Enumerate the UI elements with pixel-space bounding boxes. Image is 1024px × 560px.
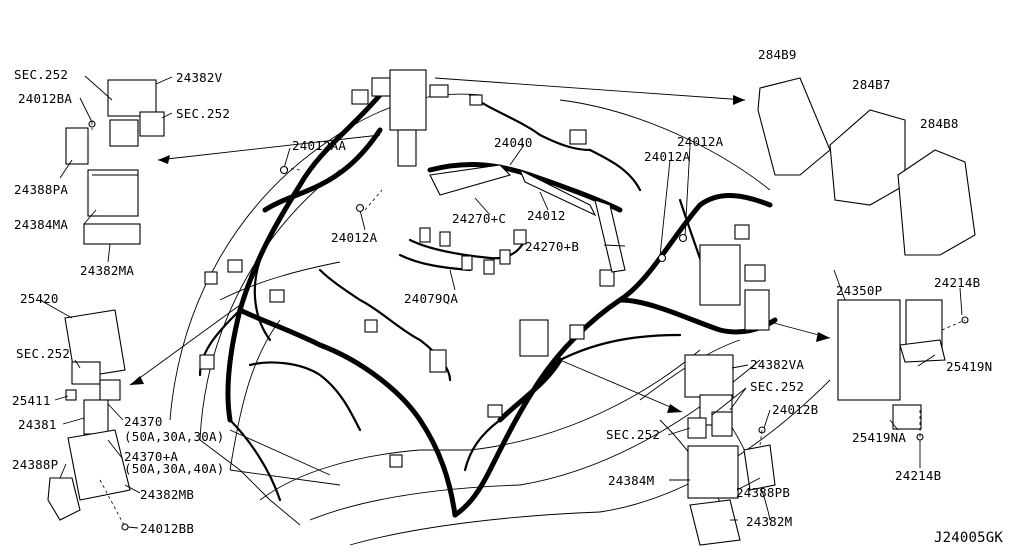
label-24214B-bottom: 24214B xyxy=(895,468,942,483)
label-24388P: 24388P xyxy=(12,457,59,472)
label-sec252-top-left: SEC.252 xyxy=(14,67,69,82)
label-24012A-top-right-2: 24012A xyxy=(644,149,691,164)
label-sec252-center: SEC.252 xyxy=(606,427,661,442)
label-24370: 24370 xyxy=(124,414,163,429)
label-24382M: 24382M xyxy=(746,514,793,529)
label-24012BA: 24012BA xyxy=(18,91,73,106)
ecu-covers-top-right xyxy=(757,77,976,256)
label-24370A-amps: (50A,30A,40A) xyxy=(124,461,225,476)
label-24012A-center: 24012A xyxy=(331,230,378,245)
label-24079QA: 24079QA xyxy=(404,291,459,306)
diagram-code: J24005GK xyxy=(934,530,1004,546)
label-24384M: 24384M xyxy=(608,473,655,488)
label-24214B-top: 24214B xyxy=(934,275,981,290)
label-24382MB: 24382MB xyxy=(140,487,195,502)
label-24384MA: 24384MA xyxy=(14,217,69,232)
harness-connectors xyxy=(199,69,770,468)
coil-harness-24079QA xyxy=(419,227,527,275)
label-24382VA: 24382VA xyxy=(750,357,805,372)
label-24012: 24012 xyxy=(527,208,566,223)
harness-sleeve-24040 xyxy=(429,164,512,196)
label-24012B: 24012B xyxy=(772,402,819,417)
relay-block-top-left xyxy=(65,79,165,245)
label-24370A: 24370+A xyxy=(124,449,179,464)
label-24388PA: 24388PA xyxy=(14,182,69,197)
fuse-block-24384M-group xyxy=(684,354,776,546)
label-25411: 25411 xyxy=(12,393,51,408)
relay-box-25420-group xyxy=(47,309,131,531)
pointer-arrows xyxy=(129,77,831,413)
label-24382MA: 24382MA xyxy=(80,263,135,278)
label-24270B: 24270+B xyxy=(525,239,580,254)
leader-lines xyxy=(39,75,963,529)
label-24012AA: 24012AA xyxy=(292,138,347,153)
label-25420: 25420 xyxy=(20,291,59,306)
main-harness xyxy=(198,92,778,518)
label-24012A-top-right: 24012A xyxy=(677,134,724,149)
bolts xyxy=(279,165,688,263)
label-sec252-right: SEC.252 xyxy=(750,379,805,394)
fuse-block-24350P xyxy=(837,299,969,441)
label-sec252-top: SEC.252 xyxy=(176,106,231,121)
label-25419N: 25419N xyxy=(946,359,993,374)
label-25419NA: 25419NA xyxy=(852,430,907,445)
label-284B7: 284B7 xyxy=(852,77,891,92)
label-284B8: 284B8 xyxy=(920,116,959,131)
label-24388PB: 24388PB xyxy=(736,485,791,500)
label-sec252-left: SEC.252 xyxy=(16,346,71,361)
label-24382V: 24382V xyxy=(176,70,223,85)
label-24350P: 24350P xyxy=(836,283,883,298)
label-24012BB: 24012BB xyxy=(140,521,195,536)
label-24381: 24381 xyxy=(18,417,57,432)
label-24040: 24040 xyxy=(494,135,533,150)
label-284B9: 284B9 xyxy=(758,47,797,62)
label-24370-amps: (50A,30A,30A) xyxy=(124,429,225,444)
label-24270C: 24270+C xyxy=(452,211,507,226)
